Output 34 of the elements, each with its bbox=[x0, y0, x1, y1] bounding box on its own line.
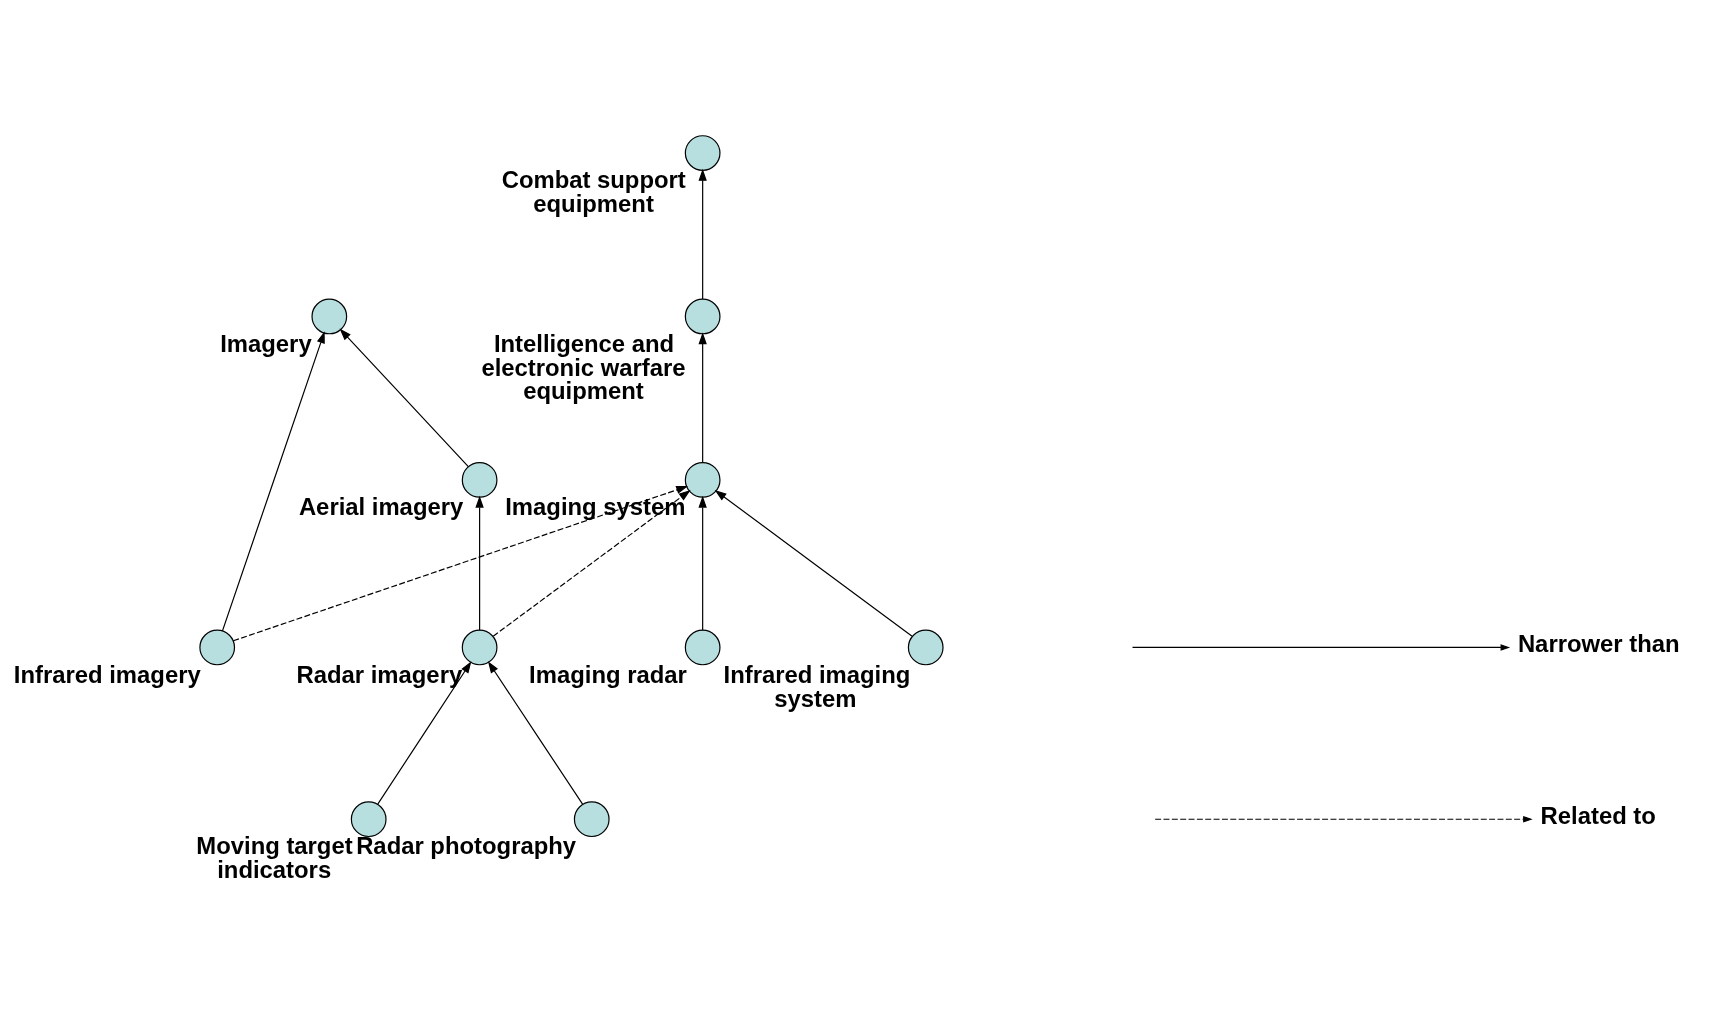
node-circle bbox=[684, 461, 721, 498]
arrow bbox=[698, 331, 707, 463]
node-circle bbox=[199, 629, 236, 665]
node-label: Moving target indicators bbox=[196, 831, 353, 883]
node-circle bbox=[461, 629, 498, 665]
node-label: Imagery bbox=[220, 329, 312, 357]
legend-label: Narrower than bbox=[1517, 629, 1680, 657]
node-label: Intelligence and electronic warfare equipment bbox=[481, 329, 686, 404]
node-circle bbox=[684, 298, 721, 334]
arrow bbox=[475, 495, 484, 631]
arrow bbox=[221, 330, 325, 631]
arrow bbox=[232, 485, 689, 641]
node-circle bbox=[311, 298, 348, 334]
legend-label: Related to bbox=[1540, 801, 1656, 829]
arrow bbox=[714, 489, 913, 637]
node-label: Infrared imaging system bbox=[723, 660, 911, 712]
node-circle bbox=[907, 629, 944, 665]
node-circle bbox=[684, 629, 721, 665]
arrow bbox=[492, 489, 691, 637]
node-label: Radar imagery bbox=[296, 660, 463, 688]
node-label: Radar photography bbox=[356, 831, 577, 859]
arrow bbox=[487, 660, 584, 805]
node-label: Infrared imagery bbox=[13, 660, 201, 688]
node-label: Imaging radar bbox=[529, 660, 687, 688]
node-label: Combat support equipment bbox=[501, 165, 686, 217]
arrow bbox=[377, 660, 472, 805]
node-circle bbox=[461, 461, 498, 498]
arrow bbox=[698, 168, 707, 300]
node-label: Aerial imagery bbox=[298, 492, 464, 520]
node-circle bbox=[573, 800, 610, 837]
arrow bbox=[698, 495, 707, 631]
node-circle bbox=[350, 800, 387, 837]
node-circle bbox=[684, 134, 721, 171]
arrow bbox=[339, 328, 469, 467]
